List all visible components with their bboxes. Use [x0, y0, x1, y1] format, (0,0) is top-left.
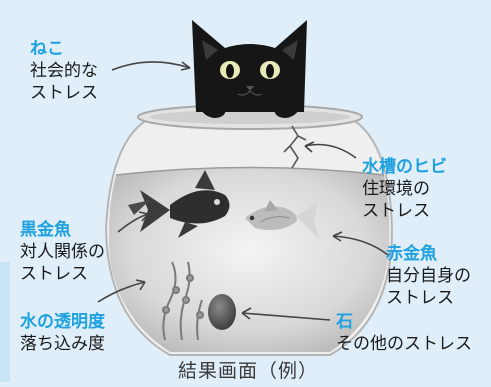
black-goldfish-illustration	[128, 170, 230, 238]
label-water-clarity-key: 水の透明度	[20, 312, 105, 332]
label-stone-key: 石	[336, 312, 353, 332]
label-black-goldfish-desc1: 対人関係の	[20, 242, 105, 262]
label-water-clarity: 水の透明度 落ち込み度	[20, 311, 105, 355]
label-black-goldfish: 黒金魚 対人関係の ストレス	[20, 219, 105, 285]
label-crack-desc2: ストレス	[362, 201, 430, 221]
label-black-goldfish-key: 黒金魚	[20, 220, 71, 240]
label-cat-desc2: ストレス	[30, 83, 98, 103]
label-red-goldfish-desc1: 自分自身の	[386, 266, 471, 286]
label-cat-desc1: 社会的な	[30, 61, 98, 81]
label-red-goldfish: 赤金魚 自分自身の ストレス	[386, 243, 471, 309]
label-black-goldfish-desc2: ストレス	[20, 264, 88, 284]
result-caption: 結果画面（例）	[177, 360, 318, 382]
label-water-clarity-desc1: 落ち込み度	[20, 334, 105, 354]
label-stone-desc1: その他のストレス	[336, 334, 472, 354]
label-crack-key: 水槽のヒビ	[362, 157, 447, 177]
water-surface	[115, 166, 385, 176]
stone-illustration	[208, 294, 236, 330]
label-crack: 水槽のヒビ 住環境の ストレス	[362, 156, 447, 222]
label-stone: 石 その他のストレス	[336, 311, 472, 355]
water-plants	[162, 261, 204, 341]
label-cat-key: ねこ	[30, 39, 64, 59]
label-red-goldfish-key: 赤金魚	[386, 244, 437, 264]
red-goldfish-illustration	[245, 200, 320, 240]
bowl-crack	[283, 125, 307, 169]
cat-illustration	[192, 20, 307, 118]
background-strip	[0, 262, 10, 382]
label-red-goldfish-desc2: ストレス	[386, 288, 454, 308]
label-cat: ねこ 社会的な ストレス	[30, 38, 98, 104]
label-crack-desc1: 住環境の	[362, 179, 430, 199]
pointer-arrows	[97, 61, 389, 321]
